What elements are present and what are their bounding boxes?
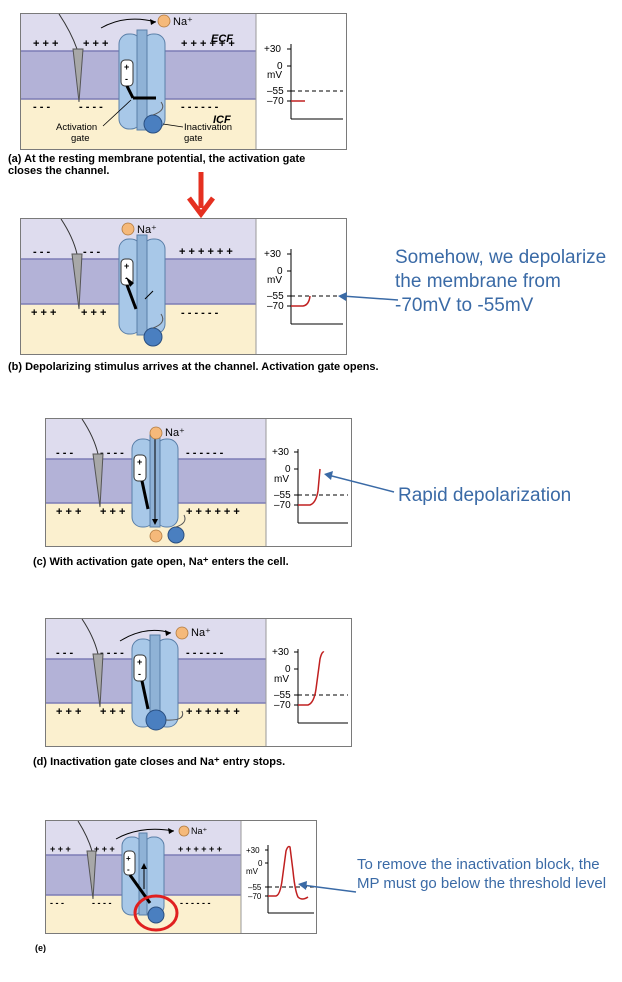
caption-e: (e)	[35, 943, 46, 953]
svg-text:0: 0	[277, 266, 283, 277]
svg-text:+ + +: + + +	[50, 844, 71, 854]
na-ion-label: Na⁺	[173, 16, 193, 28]
svg-text:Na⁺: Na⁺	[137, 224, 157, 236]
svg-text:gate: gate	[71, 133, 90, 144]
panel-a: + + + + + + + + + + + + - - - - - - - - …	[8, 13, 347, 177]
svg-text:–70: –70	[267, 96, 284, 107]
svg-text:-: -	[138, 469, 141, 479]
svg-text:- - - - - -: - - - - - -	[181, 101, 219, 113]
caption-a: (a) At the resting membrane potential, t…	[8, 153, 306, 177]
svg-text:Na⁺: Na⁺	[191, 826, 208, 836]
annotation-b-arrow-icon	[338, 292, 399, 301]
panel-d-figure: - - - - - - - - - - - - - + + + + + + + …	[46, 619, 351, 746]
activation-gate-label: Activation	[56, 122, 97, 133]
svg-text:0: 0	[258, 859, 263, 868]
svg-text:mV: mV	[246, 867, 259, 876]
svg-text:–55: –55	[274, 490, 291, 501]
svg-text:mV: mV	[274, 674, 289, 685]
svg-text:–55: –55	[274, 690, 291, 701]
svg-text:+ + +: + + +	[100, 706, 125, 718]
svg-text:- - -: - - -	[33, 246, 50, 258]
svg-text:- - -: - - -	[83, 246, 100, 258]
svg-text:+30: +30	[264, 249, 281, 260]
annotation-e-arrow-icon	[298, 881, 357, 893]
svg-text:+: +	[124, 261, 129, 271]
panel-b: - - - - - - + + + + + + + + + + + + - - …	[8, 218, 379, 373]
svg-text:0: 0	[285, 464, 291, 475]
panel-a-figure: + + + + + + + + + + + + - - - - - - - - …	[21, 14, 346, 149]
panel-d: - - - - - - - - - - - - - + + + + + + + …	[33, 618, 352, 768]
svg-text:-: -	[127, 865, 130, 874]
annotation-e: To remove the inactivation block, the MP…	[357, 856, 607, 892]
annotation-c: Rapid depolarization	[398, 485, 572, 506]
svg-text:- - - -: - - - -	[79, 101, 103, 113]
svg-text:mV: mV	[267, 70, 282, 81]
caption-c: (c) With activation gate open, Na⁺ enter…	[33, 556, 289, 568]
svg-text:–55: –55	[248, 883, 262, 892]
caption-b: (b) Depolarizing stimulus arrives at the…	[8, 361, 379, 373]
svg-text:- - -: - - -	[56, 647, 73, 659]
svg-text:- - - -: - - - -	[100, 647, 124, 659]
svg-text:+: +	[126, 854, 131, 863]
panel-e: + + + + + + + + + + + + - - - - - - - - …	[35, 820, 317, 953]
inactivation-gate-label: Inactivation	[184, 122, 232, 133]
annotation-b: Somehow, we depolarize the membrane from…	[395, 247, 607, 316]
svg-text:+ + +: + + +	[81, 307, 106, 319]
svg-text:+30: +30	[272, 647, 289, 658]
svg-text:–70: –70	[274, 700, 291, 711]
panel-c-figure: - - - - - - - - - - - - - + + + + + + + …	[46, 419, 351, 546]
svg-text:-: -	[125, 74, 128, 84]
svg-text:–70: –70	[248, 892, 262, 901]
svg-text:- - - - - -: - - - - - -	[181, 307, 219, 319]
svg-text:- - - -: - - - -	[92, 898, 112, 908]
svg-text:- - -: - - -	[50, 898, 64, 908]
panel-e-figure: + + + + + + + + + + + + - - - - - - - - …	[46, 821, 316, 933]
panel-b-figure: - - - - - - + + + + + + + + + + + + - - …	[21, 219, 346, 354]
svg-text:-: -	[138, 669, 141, 679]
svg-text:+ + +: + + +	[56, 706, 81, 718]
svg-text:+: +	[137, 457, 142, 467]
svg-text:+ + +: + + +	[83, 38, 108, 50]
svg-text:- - -: - - -	[33, 101, 50, 113]
svg-text:–55: –55	[267, 86, 284, 97]
svg-text:mV: mV	[274, 474, 289, 485]
svg-text:+: +	[124, 62, 129, 72]
svg-text:+30: +30	[272, 447, 289, 458]
svg-text:+ + + + + +: + + + + + +	[178, 844, 222, 854]
annotation-c-arrow-icon	[324, 471, 395, 493]
red-down-arrow-icon	[187, 172, 215, 218]
svg-text:+ + +: + + +	[31, 307, 56, 319]
svg-text:–70: –70	[274, 500, 291, 511]
svg-text:- - -: - - -	[56, 447, 73, 459]
svg-text:+ + + + + +: + + + + + +	[186, 706, 240, 718]
svg-text:+ + +: + + +	[94, 844, 115, 854]
caption-d: (d) Inactivation gate closes and Na⁺ ent…	[33, 756, 286, 768]
svg-text:+ + + + + +: + + + + + +	[186, 506, 240, 518]
svg-text:+: +	[137, 657, 142, 667]
svg-text:+ + +: + + +	[33, 38, 58, 50]
svg-text:+ + + + + +: + + + + + +	[179, 246, 233, 258]
svg-text:Na⁺: Na⁺	[165, 427, 185, 439]
svg-text:gate: gate	[184, 133, 203, 144]
svg-text:+30: +30	[246, 846, 260, 855]
svg-text:mV: mV	[267, 275, 282, 286]
svg-text:- - - - - -: - - - - - -	[186, 647, 224, 659]
inactivation-gate-highlight-circle	[133, 894, 179, 932]
svg-text:+ + +: + + +	[100, 506, 125, 518]
svg-text:0: 0	[277, 61, 283, 72]
svg-text:- - - -: - - - -	[100, 447, 124, 459]
svg-text:Na⁺: Na⁺	[191, 627, 211, 639]
svg-text:0: 0	[285, 664, 291, 675]
svg-text:+30: +30	[264, 44, 281, 55]
svg-text:–55: –55	[267, 291, 284, 302]
svg-text:–70: –70	[267, 301, 284, 312]
svg-text:- - - - - -: - - - - - -	[186, 447, 224, 459]
ecf-label: ECF	[211, 33, 233, 45]
icf-label: ICF	[213, 114, 231, 126]
svg-text:+ + + + + +: + + + + + +	[181, 38, 235, 50]
panel-c: - - - - - - - - - - - - - + + + + + + + …	[33, 418, 352, 568]
svg-text:- - - - - -: - - - - - -	[180, 898, 211, 908]
svg-text:+ + +: + + +	[56, 506, 81, 518]
